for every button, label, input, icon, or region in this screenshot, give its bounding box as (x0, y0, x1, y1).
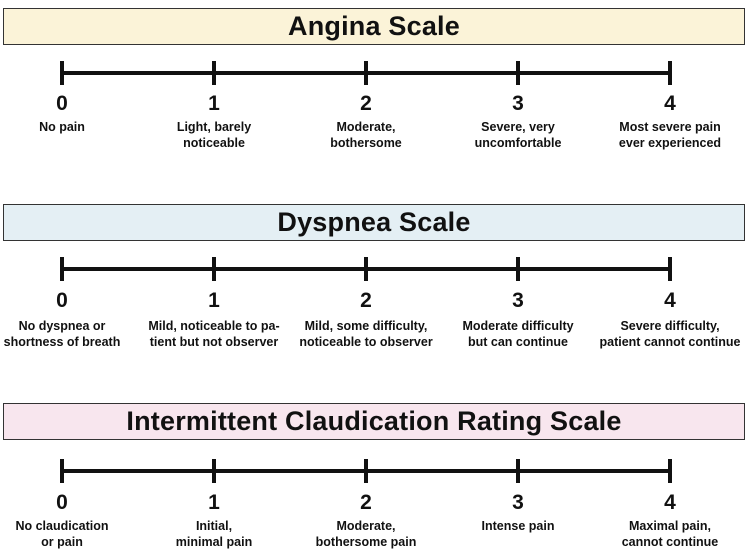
angina-label-1: Light, barely noticeable (176, 120, 252, 150)
dyspnea-label-0: No dyspnea or shortness of breath (3, 319, 121, 349)
claudication-tick-3 (516, 459, 520, 483)
dyspnea-label-1: Mild, noticeable to pa- tient but not ob… (148, 319, 280, 349)
claudication-label-1: Initial, minimal pain (175, 519, 253, 549)
angina-scale-title: Angina Scale (3, 8, 745, 45)
dyspnea-tick-3 (516, 257, 520, 281)
angina-tick-1 (212, 61, 216, 85)
dyspnea-scale-title: Dyspnea Scale (3, 204, 745, 241)
claudication-value-1: 1 (208, 491, 220, 514)
dyspnea-tick-2 (364, 257, 368, 281)
dyspnea-value-1: 1 (208, 289, 220, 312)
claudication-scale-title: Intermittent Claudication Rating Scale (3, 403, 745, 440)
claudication-label-0: No claudication or pain (15, 519, 109, 549)
dyspnea-value-2: 2 (360, 289, 372, 312)
dyspnea-value-4: 4 (664, 289, 676, 312)
angina-tick-2 (364, 61, 368, 85)
claudication-value-0: 0 (56, 491, 68, 514)
angina-tick-4 (668, 61, 672, 85)
dyspnea-tick-4 (668, 257, 672, 281)
angina-tick-3 (516, 61, 520, 85)
dyspnea-label-4: Severe difficulty, patient cannot contin… (599, 319, 741, 349)
claudication-tick-1 (212, 459, 216, 483)
angina-value-1: 1 (208, 92, 220, 115)
claudication-label-2: Moderate, bothersome pain (315, 519, 417, 549)
claudication-value-2: 2 (360, 491, 372, 514)
dyspnea-value-3: 3 (512, 289, 524, 312)
angina-label-3: Severe, very uncomfortable (474, 120, 562, 150)
dyspnea-tick-1 (212, 257, 216, 281)
dyspnea-tick-0 (60, 257, 64, 281)
claudication-label-4: Maximal pain, cannot continue (621, 519, 719, 549)
dyspnea-label-2: Mild, some difficulty, noticeable to obs… (299, 319, 433, 349)
dyspnea-label-3: Moderate difficulty but can continue (462, 319, 574, 349)
claudication-value-4: 4 (664, 491, 676, 514)
claudication-tick-2 (364, 459, 368, 483)
dyspnea-value-0: 0 (56, 289, 68, 312)
angina-value-0: 0 (56, 92, 68, 115)
claudication-label-3: Intense pain (481, 519, 555, 533)
angina-tick-0 (60, 61, 64, 85)
angina-label-4: Most severe pain ever experienced (618, 120, 722, 150)
claudication-tick-4 (668, 459, 672, 483)
angina-label-0: No pain (39, 120, 85, 134)
angina-label-2: Moderate, bothersome (330, 120, 402, 150)
angina-value-4: 4 (664, 92, 676, 115)
angina-value-2: 2 (360, 92, 372, 115)
claudication-tick-0 (60, 459, 64, 483)
claudication-value-3: 3 (512, 491, 524, 514)
angina-value-3: 3 (512, 92, 524, 115)
